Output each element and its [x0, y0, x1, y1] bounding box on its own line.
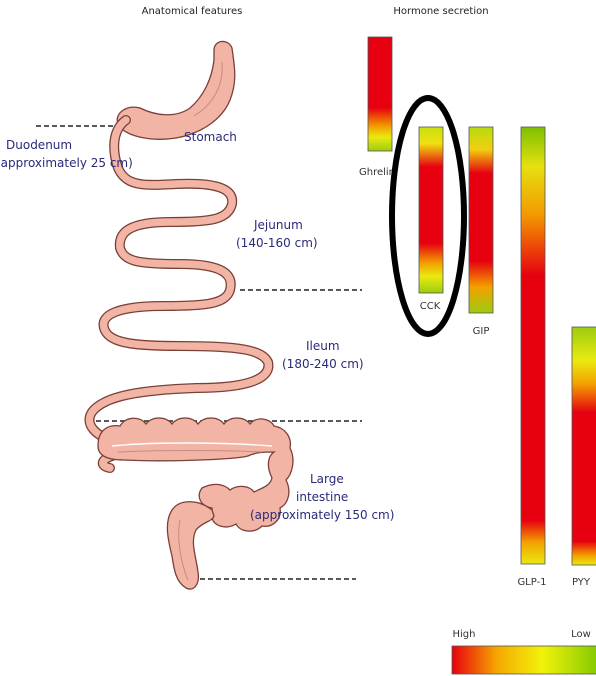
gip-bar [469, 127, 493, 313]
large-intestine-label-1: Large [310, 472, 344, 486]
large-intestine-label-2: intestine [296, 490, 348, 504]
pyy-label: PYY [572, 577, 591, 588]
ileum-label: Ileum [306, 339, 340, 353]
small-intestine-tube-fill [89, 120, 268, 468]
intensity-legend: High Low [452, 629, 596, 674]
legend-high-label: High [453, 629, 476, 640]
ghrelin-label: Ghrelin [359, 167, 395, 178]
duodenum-label: Duodenum [6, 138, 72, 152]
cck-bar [419, 127, 443, 293]
cck-label: CCK [420, 301, 441, 312]
glp1-bar [521, 127, 545, 564]
hormone-header: Hormone secretion [393, 6, 488, 17]
stomach-label: Stomach [184, 130, 237, 144]
legend-gradient-bar [452, 646, 596, 674]
anatomy-header: Anatomical features [142, 6, 243, 17]
ghrelin-bar [368, 37, 392, 151]
digestive-tract-illustration [89, 41, 293, 589]
legend-low-label: Low [571, 629, 591, 640]
ileum-length-label: (180-240 cm) [282, 357, 364, 371]
sigmoid-rectum [167, 502, 214, 589]
gip-label: GIP [473, 326, 490, 337]
duodenum-length-label: (approximately 25 cm) [0, 156, 133, 170]
pyy-bar [572, 327, 596, 565]
jejunum-label: Jejunum [253, 218, 303, 232]
glp1-label: GLP-1 [517, 577, 546, 588]
large-intestine-label-3: (approximately 150 cm) [250, 508, 394, 522]
jejunum-length-label: (140-160 cm) [236, 236, 318, 250]
